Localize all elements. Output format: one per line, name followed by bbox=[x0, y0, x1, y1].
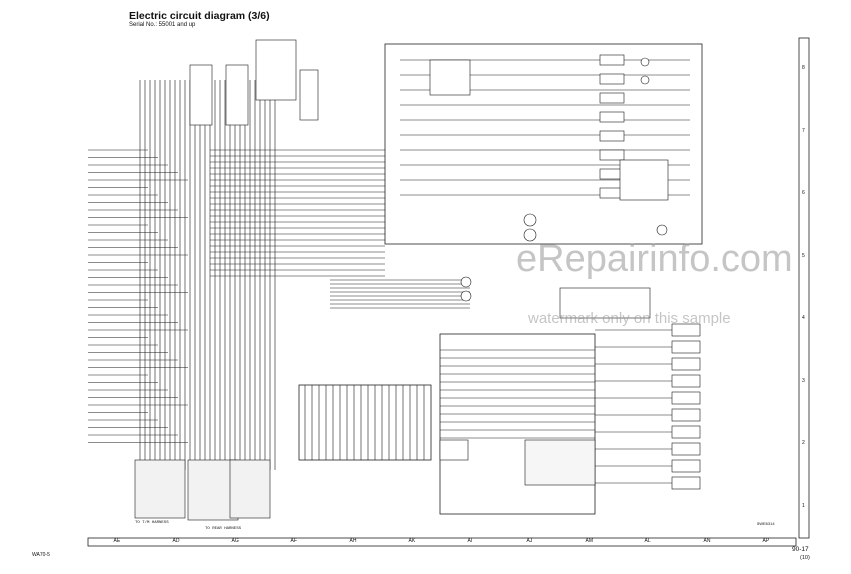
grid-column-label: AE bbox=[113, 538, 121, 544]
page-subnumber: (10) bbox=[800, 555, 810, 561]
grid-column-label: AP bbox=[762, 538, 770, 544]
control-unit bbox=[524, 439, 596, 486]
grid-column-label: AG bbox=[231, 538, 239, 544]
cab-connector bbox=[599, 149, 625, 161]
grid-column-label: AI bbox=[467, 538, 473, 544]
grid-column-label: AD bbox=[172, 538, 180, 544]
page-number: 90-17 bbox=[792, 546, 809, 553]
cab-connector bbox=[599, 73, 625, 85]
grid-column-label: AK bbox=[408, 538, 416, 544]
cab-harness-box bbox=[384, 43, 703, 245]
controller-box-right bbox=[439, 333, 596, 515]
grid-row-label: 1 bbox=[802, 502, 805, 509]
lamp-symbol bbox=[656, 224, 668, 236]
grid-row-label: 6 bbox=[802, 190, 805, 197]
lamp-symbol bbox=[523, 228, 537, 242]
radio-unit bbox=[619, 159, 669, 201]
grid-column-label: AF bbox=[290, 538, 297, 544]
grid-column-label: AM bbox=[585, 538, 594, 544]
page-title: Electric circuit diagram (3/6) bbox=[129, 10, 270, 22]
drawing-number: 5WE6314 bbox=[757, 521, 775, 526]
connector-label-rear: TO REAR HARNESS bbox=[205, 527, 242, 531]
relay-block bbox=[559, 287, 651, 319]
lamp-symbol bbox=[523, 213, 537, 227]
grid-column-label: AH bbox=[349, 538, 357, 544]
watermark-subtext: watermark only on this sample bbox=[528, 310, 731, 327]
connector-block bbox=[255, 39, 297, 101]
controller-box-left bbox=[298, 384, 432, 461]
cab-connector bbox=[599, 92, 625, 104]
sensor-box bbox=[439, 439, 469, 461]
switch-symbol bbox=[671, 476, 701, 490]
lamp-symbol bbox=[460, 290, 472, 302]
cab-connector bbox=[599, 111, 625, 123]
grid-row-label: 2 bbox=[802, 440, 805, 447]
switch-symbol bbox=[671, 425, 701, 439]
cab-connector bbox=[599, 54, 625, 66]
grid-column-label: AL bbox=[644, 538, 651, 544]
relay-block bbox=[225, 64, 249, 126]
watermark-text: eRepairinfo.com bbox=[516, 238, 793, 280]
grid-row-label: 8 bbox=[802, 65, 805, 72]
switch-symbol bbox=[671, 323, 701, 337]
model-code: WA70-5 bbox=[32, 552, 50, 558]
grid-row-label: 5 bbox=[802, 252, 805, 259]
grid-column-label: AN bbox=[703, 538, 711, 544]
grid-row-label: 7 bbox=[802, 127, 805, 134]
bottom-grid-strip bbox=[87, 537, 797, 547]
wiper-motor bbox=[429, 59, 471, 96]
grid-row-label: 4 bbox=[802, 315, 805, 322]
lamp-symbol bbox=[640, 57, 650, 67]
lamp-symbol bbox=[640, 75, 650, 85]
switch-symbol bbox=[671, 340, 701, 354]
connector-label-tm: TO T/M HARNESS bbox=[135, 521, 169, 525]
grid-column-label: AJ bbox=[526, 538, 533, 544]
switch-symbol bbox=[671, 442, 701, 456]
switch-symbol bbox=[671, 357, 701, 371]
switch-symbol bbox=[671, 374, 701, 388]
serial-number: Serial No.: 55001 and up bbox=[129, 22, 196, 28]
connector-block-tm bbox=[134, 459, 186, 519]
switch-symbol bbox=[671, 408, 701, 422]
cab-connector bbox=[599, 130, 625, 142]
switch-symbol bbox=[671, 459, 701, 473]
right-grid-strip bbox=[798, 37, 810, 539]
relay-block bbox=[299, 69, 319, 121]
grid-row-label: 3 bbox=[802, 377, 805, 384]
connector-block-rear bbox=[187, 459, 239, 521]
relay-block bbox=[189, 64, 213, 126]
lamp-symbol bbox=[460, 276, 472, 288]
switch-symbol bbox=[671, 391, 701, 405]
connector-block bbox=[229, 459, 271, 519]
